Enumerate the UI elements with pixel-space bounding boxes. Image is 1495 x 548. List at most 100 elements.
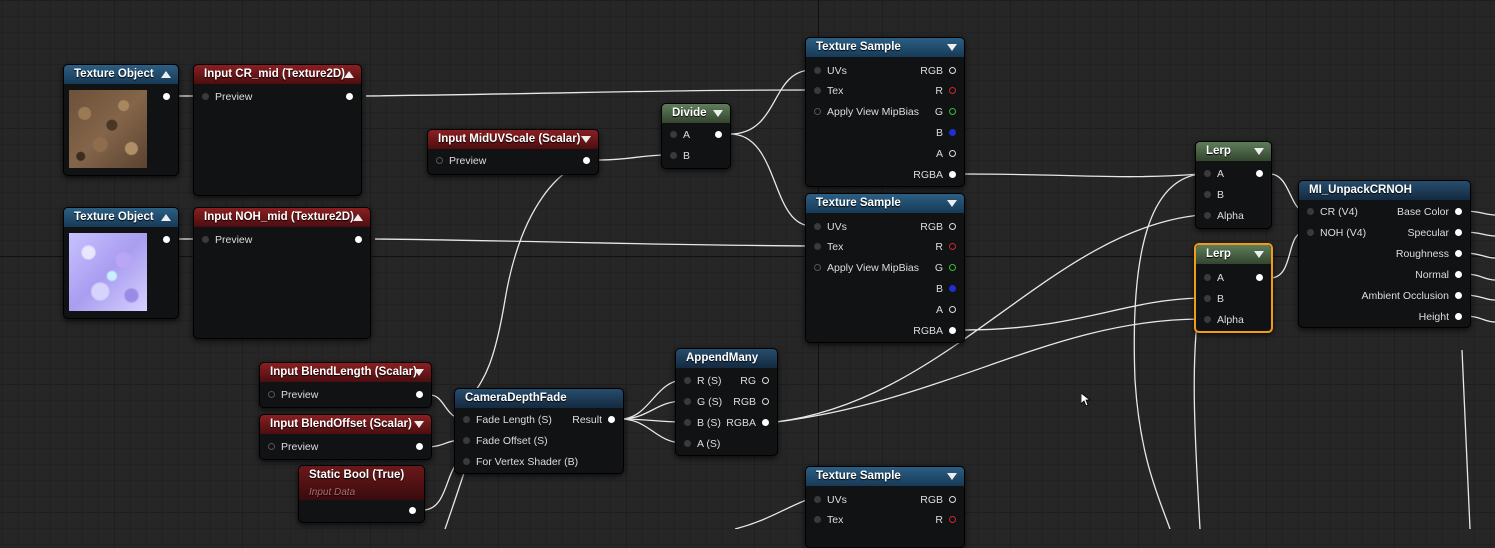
output-pin[interactable] [1250, 167, 1263, 181]
input-a-pin[interactable]: A [1204, 167, 1224, 181]
divide-node[interactable]: Divide A B [661, 103, 731, 169]
noh-pin[interactable]: NOH (V4) [1307, 226, 1366, 240]
preview-pin[interactable]: Preview [202, 233, 252, 247]
output-pin[interactable] [349, 233, 362, 247]
output-pin[interactable] [577, 154, 590, 168]
rgb-pin[interactable]: RGB [920, 64, 956, 78]
node-title: Texture Sample [806, 38, 964, 57]
b-pin[interactable]: B [936, 282, 957, 296]
alpha-pin[interactable]: Alpha [1204, 313, 1244, 327]
roughness-pin[interactable]: Roughness [1396, 247, 1463, 261]
input-a-pin[interactable]: A [1204, 271, 1224, 285]
texture-object-node[interactable]: Texture Object [63, 207, 179, 319]
output-pin[interactable] [709, 128, 722, 142]
apply-view-mipbias-pin[interactable]: Apply View MipBias [814, 261, 919, 275]
expand-arrow-icon[interactable] [414, 369, 424, 376]
rgb-pin[interactable]: RGB [920, 493, 956, 507]
input-blendoffset-node[interactable]: Input BlendOffset (Scalar) Preview [259, 414, 432, 460]
collapse-arrow-icon[interactable] [161, 71, 171, 78]
preview-pin[interactable]: Preview [202, 90, 252, 104]
input-b-pin[interactable]: B [1204, 292, 1224, 306]
cr-pin[interactable]: CR (V4) [1307, 205, 1358, 219]
input-blendlength-node[interactable]: Input BlendLength (Scalar) Preview [259, 362, 432, 408]
node-title: Input NOH_mid (Texture2D) [194, 208, 370, 227]
lerp-node-selected[interactable]: Lerp A B Alpha [1194, 243, 1273, 333]
rgba-pin[interactable]: RGBA [913, 168, 956, 182]
append-many-node[interactable]: AppendMany R (S) G (S) B (S) A (S) RG RG… [675, 348, 778, 456]
output-pin[interactable] [340, 90, 353, 104]
tex-pin[interactable]: Tex [814, 513, 843, 527]
uvs-pin[interactable]: UVs [814, 493, 847, 507]
texture-sample-node[interactable]: Texture Sample UVs Tex Apply View MipBia… [805, 37, 965, 187]
expand-arrow-icon[interactable] [947, 200, 957, 207]
texture-sample-node[interactable]: Texture Sample UVs Tex RGB R [805, 466, 965, 548]
a-pin[interactable]: A [936, 147, 957, 161]
r-pin[interactable]: R [935, 513, 956, 527]
height-pin[interactable]: Height [1419, 310, 1463, 324]
result-pin[interactable]: Result [572, 413, 615, 427]
specular-pin[interactable]: Specular [1408, 226, 1463, 240]
output-pin[interactable] [1250, 271, 1263, 285]
output-pin[interactable] [410, 440, 423, 454]
input-noh-mid-node[interactable]: Input NOH_mid (Texture2D) Preview [193, 207, 371, 339]
g-pin[interactable]: G [935, 105, 957, 119]
a-pin[interactable]: A [936, 303, 957, 317]
b-pin[interactable]: B [936, 126, 957, 140]
texture-object-node[interactable]: Texture Object [63, 64, 179, 176]
fade-length-pin[interactable]: Fade Length (S) [463, 413, 552, 427]
input-cr-mid-node[interactable]: Input CR_mid (Texture2D) Preview [193, 64, 362, 196]
r-pin[interactable]: R [935, 240, 956, 254]
expand-arrow-icon[interactable] [947, 473, 957, 480]
output-pin[interactable] [157, 233, 170, 247]
input-b-pin[interactable]: B [1204, 188, 1224, 202]
a-input-pin[interactable]: A (S) [684, 437, 720, 451]
rgb-pin[interactable]: RGB [920, 220, 956, 234]
tex-pin[interactable]: Tex [814, 84, 843, 98]
g-pin[interactable]: G [935, 261, 957, 275]
normal-pin[interactable]: Normal [1415, 268, 1462, 282]
expand-arrow-icon[interactable] [713, 110, 723, 117]
r-pin[interactable]: R [935, 84, 956, 98]
apply-view-mipbias-pin[interactable]: Apply View MipBias [814, 105, 919, 119]
rgba-pin[interactable]: RGBA [913, 324, 956, 338]
collapse-arrow-icon[interactable] [353, 214, 363, 221]
fade-offset-pin[interactable]: Fade Offset (S) [463, 434, 548, 448]
texture-sample-node[interactable]: Texture Sample UVs Tex Apply View MipBia… [805, 193, 965, 343]
wire-lerp1-down [1133, 173, 1201, 529]
rgba-output-pin[interactable]: RGBA [726, 416, 769, 430]
node-title: Input BlendLength (Scalar) [260, 363, 431, 382]
expand-arrow-icon[interactable] [581, 136, 591, 143]
preview-pin[interactable]: Preview [268, 388, 318, 402]
output-pin[interactable] [157, 90, 170, 104]
collapse-arrow-icon[interactable] [161, 214, 171, 221]
base-color-pin[interactable]: Base Color [1397, 205, 1462, 219]
uvs-pin[interactable]: UVs [814, 220, 847, 234]
lerp-node[interactable]: Lerp A B Alpha [1195, 141, 1272, 229]
input-b-pin[interactable]: B [670, 149, 690, 163]
output-pin[interactable] [403, 504, 416, 518]
preview-pin[interactable]: Preview [268, 440, 318, 454]
camera-depth-fade-node[interactable]: CameraDepthFade Fade Length (S) Fade Off… [454, 388, 624, 474]
output-pin[interactable] [410, 388, 423, 402]
expand-arrow-icon[interactable] [1254, 251, 1264, 258]
expand-arrow-icon[interactable] [947, 44, 957, 51]
uvs-pin[interactable]: UVs [814, 64, 847, 78]
ambient-occlusion-pin[interactable]: Ambient Occlusion [1361, 289, 1462, 303]
node-title: MI_UnpackCRNOH [1299, 181, 1470, 200]
input-miduvscale-node[interactable]: Input MidUVScale (Scalar) Preview [427, 129, 599, 175]
rgb-output-pin[interactable]: RGB [733, 395, 769, 409]
vertex-shader-pin[interactable]: For Vertex Shader (B) [463, 455, 578, 469]
unpack-crnoh-node[interactable]: MI_UnpackCRNOH CR (V4) NOH (V4) Base Col… [1298, 180, 1471, 328]
alpha-pin[interactable]: Alpha [1204, 209, 1244, 223]
collapse-arrow-icon[interactable] [344, 71, 354, 78]
preview-pin[interactable]: Preview [436, 154, 486, 168]
expand-arrow-icon[interactable] [414, 421, 424, 428]
rg-output-pin[interactable]: RG [740, 374, 769, 388]
g-input-pin[interactable]: G (S) [684, 395, 722, 409]
input-a-pin[interactable]: A [670, 128, 690, 142]
tex-pin[interactable]: Tex [814, 240, 843, 254]
b-input-pin[interactable]: B (S) [684, 416, 721, 430]
r-input-pin[interactable]: R (S) [684, 374, 722, 388]
static-bool-node[interactable]: Static Bool (True) Input Data [298, 465, 425, 523]
expand-arrow-icon[interactable] [1254, 148, 1264, 155]
